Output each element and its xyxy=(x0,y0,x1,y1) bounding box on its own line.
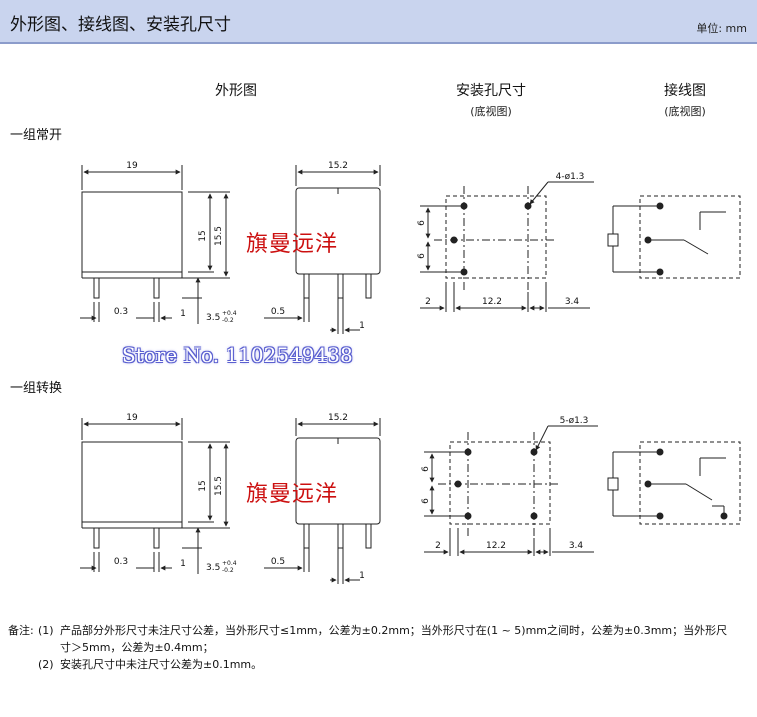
dim-right: 3.4 xyxy=(569,541,584,551)
wiring-diagram xyxy=(607,195,741,279)
dim-h1: 15 xyxy=(198,230,208,241)
watermark-chinese: 旗曼远洋 xyxy=(246,482,339,507)
dim-right: 3.4 xyxy=(565,297,580,307)
hole-label: 5-ø1.3 xyxy=(560,416,589,426)
dim-mid: 12.2 xyxy=(482,297,502,307)
dim-left: 2 xyxy=(425,297,431,307)
dim-pin: 3.5 xyxy=(206,313,220,323)
section-changeover xyxy=(80,418,741,584)
dim-c: 0.5 xyxy=(271,557,285,567)
watermark-store-number: Store No. 1102549438 xyxy=(122,343,353,367)
note-text: 寸＞5mm，公差为±0.4mm； xyxy=(60,641,214,654)
hole-label: 4-ø1.3 xyxy=(556,172,585,182)
dim-pitch-1: 6 xyxy=(421,466,431,472)
dim-width: 19 xyxy=(126,161,138,171)
section-label-changeover: 一组转换 xyxy=(10,381,63,396)
dim-mid: 12.2 xyxy=(486,541,506,551)
dim-b: 1 xyxy=(180,559,186,569)
dim-h2: 15.5 xyxy=(214,226,224,246)
dim-d: 1 xyxy=(359,321,365,331)
note-text: 产品部分外形尺寸未注尺寸公差，当外形尺寸≤1mm，公差为±0.2mm；当外形尺寸… xyxy=(60,624,728,637)
note-number: (2) xyxy=(38,658,54,671)
dim-pitch-1: 6 xyxy=(417,220,427,226)
dim-pin: 3.5 xyxy=(206,563,220,573)
section-label-normally-open: 一组常开 xyxy=(10,128,63,143)
dim-c: 0.5 xyxy=(271,307,285,317)
dim-depth: 15.2 xyxy=(328,161,348,171)
page-title: 外形图、接线图、安装孔尺寸 xyxy=(10,15,231,35)
unit-label: 单位: mm xyxy=(696,22,747,35)
dim-h2: 15.5 xyxy=(214,476,224,496)
dim-b: 1 xyxy=(180,309,186,319)
column-title-wiring: 接线图 xyxy=(664,83,706,99)
mounting-holes xyxy=(420,181,594,312)
note-number: (1) xyxy=(38,624,54,637)
note-1-continued: 寸＞5mm，公差为±0.4mm； xyxy=(8,639,753,656)
dim-pitch-2: 6 xyxy=(421,498,431,504)
side-view xyxy=(264,165,381,334)
watermark-chinese: 旗曼远洋 xyxy=(246,232,339,257)
dim-h1: 15 xyxy=(198,480,208,491)
column-subtitle-mounting: (底视图) xyxy=(470,105,512,118)
front-view xyxy=(80,165,230,324)
column-subtitle-wiring: (底视图) xyxy=(664,105,706,118)
notes-prefix: 备注: xyxy=(8,624,34,637)
side-view xyxy=(264,418,381,584)
dim-tol-minus: -0.2 xyxy=(222,567,234,574)
section-normally-open xyxy=(80,165,741,334)
dim-left: 2 xyxy=(435,541,441,551)
note-1: 备注: (1) 产品部分外形尺寸未注尺寸公差，当外形尺寸≤1mm，公差为±0.2… xyxy=(8,622,753,639)
dim-d: 1 xyxy=(359,571,365,581)
title-bar: 外形图、接线图、安装孔尺寸 单位: mm xyxy=(0,0,757,44)
dim-depth: 15.2 xyxy=(328,413,348,423)
dim-a: 0.3 xyxy=(114,557,128,567)
dim-width: 19 xyxy=(126,413,138,423)
notes: 备注: (1) 产品部分外形尺寸未注尺寸公差，当外形尺寸≤1mm，公差为±0.2… xyxy=(8,622,753,673)
dim-tol-plus: +0.4 xyxy=(222,310,237,317)
dim-tol-minus: -0.2 xyxy=(222,317,234,324)
dimension-labels: 19 15.2 15 15.5 0.3 1 3.5 +0.4 -0.2 0.5 … xyxy=(114,161,589,581)
dim-a: 0.3 xyxy=(114,307,128,317)
mounting-holes xyxy=(424,425,598,556)
front-view xyxy=(80,418,230,574)
dim-tol-plus: +0.4 xyxy=(222,560,237,567)
dim-pitch-2: 6 xyxy=(417,253,427,259)
column-title-outline: 外形图 xyxy=(215,83,257,99)
note-2: (2) 安装孔尺寸中未注尺寸公差为±0.1mm。 xyxy=(8,656,753,673)
note-text: 安装孔尺寸中未注尺寸公差为±0.1mm。 xyxy=(60,658,263,671)
wiring-diagram xyxy=(607,441,741,525)
column-title-mounting: 安装孔尺寸 xyxy=(456,83,526,99)
